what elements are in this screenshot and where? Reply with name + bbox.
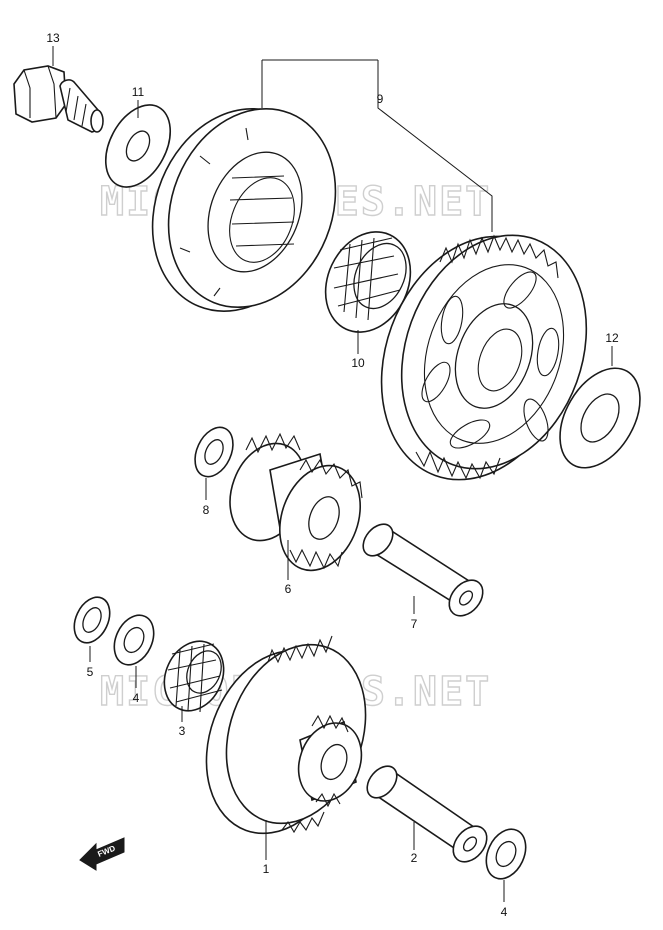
callout-2: 2 bbox=[411, 851, 418, 865]
washer-4-upper[interactable] bbox=[107, 609, 162, 671]
shaft-7[interactable] bbox=[357, 518, 489, 622]
callout-10: 10 bbox=[351, 356, 365, 370]
washer-8[interactable] bbox=[188, 421, 241, 482]
callout-1: 1 bbox=[263, 862, 270, 876]
bolt-13[interactable] bbox=[13, 65, 104, 133]
callout-9: 9 bbox=[377, 92, 384, 106]
callout-6: 6 bbox=[285, 582, 292, 596]
needle-bearing-3[interactable] bbox=[153, 632, 234, 721]
callout-4-lower: 4 bbox=[501, 905, 508, 919]
washer-4-lower[interactable] bbox=[479, 823, 534, 885]
shaft-2[interactable] bbox=[361, 760, 493, 868]
callout-4-upper: 4 bbox=[133, 691, 140, 705]
starter-driven-gear[interactable] bbox=[349, 209, 618, 507]
washer-11[interactable] bbox=[93, 94, 184, 198]
needle-bearing-10[interactable] bbox=[310, 218, 426, 346]
starter-clutch-housing[interactable] bbox=[123, 83, 364, 337]
forward-arrow-icon: FWD bbox=[79, 837, 125, 871]
idle-gear-1[interactable] bbox=[182, 625, 390, 854]
callout-5: 5 bbox=[87, 665, 94, 679]
washer-12[interactable] bbox=[544, 354, 657, 482]
callout-13: 13 bbox=[46, 31, 60, 45]
callout-3: 3 bbox=[179, 724, 186, 738]
callout-12: 12 bbox=[605, 331, 619, 345]
idle-gear-6[interactable] bbox=[217, 432, 374, 582]
callout-11: 11 bbox=[132, 85, 145, 99]
washer-5[interactable] bbox=[67, 591, 116, 648]
callout-7: 7 bbox=[411, 617, 418, 631]
leader-lines bbox=[52, 46, 613, 902]
callout-8: 8 bbox=[203, 503, 210, 517]
